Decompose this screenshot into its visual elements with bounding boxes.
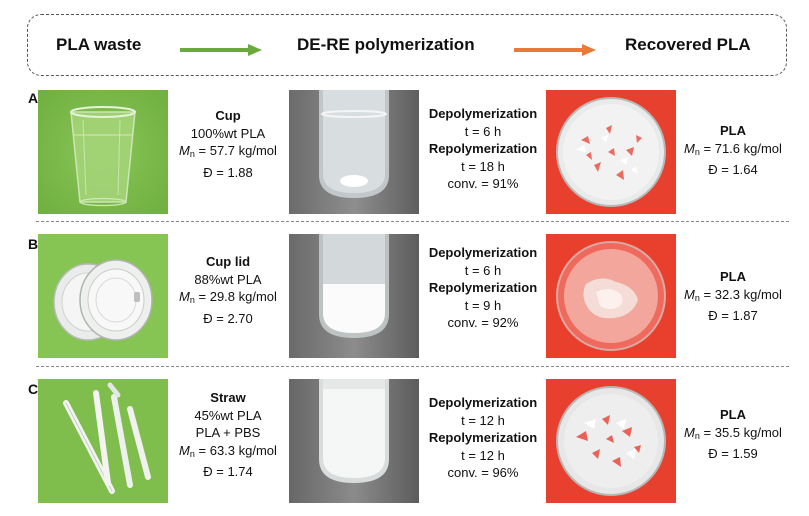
repolymerization-time: t = 18 h bbox=[461, 158, 505, 174]
blend-composition: PLA + PBS bbox=[195, 425, 261, 440]
row-label: B bbox=[28, 236, 39, 252]
recovered-pla-photo bbox=[546, 90, 676, 214]
repolymerization-label: Repolymerization bbox=[428, 430, 538, 445]
molar-mass: Mn = 29.8 kg/mol bbox=[179, 289, 277, 305]
product-dispersity: Đ = 1.64 bbox=[708, 162, 758, 177]
row-cup-lid: B Cup lid 88%wt PLA Mn = 29.8 kg/mol Đ =… bbox=[0, 234, 809, 362]
product-info: PLA Mn = 32.3 kg/mol Đ = 1.87 bbox=[676, 268, 790, 325]
reaction-conditions: Depolymerization t = 6 h Repolymerizatio… bbox=[420, 105, 546, 193]
process-header: PLA waste DE-RE polymerization Recovered… bbox=[27, 14, 787, 76]
conversion: conv. = 92% bbox=[447, 315, 519, 330]
dispersity: Đ = 1.74 bbox=[203, 464, 253, 479]
pla-content: 88%wt PLA bbox=[194, 271, 262, 287]
cup-lid-photo bbox=[38, 234, 168, 358]
arrow-right-icon bbox=[180, 44, 262, 56]
row-label: C bbox=[28, 381, 39, 397]
repolymerization-time: t = 12 h bbox=[461, 447, 505, 463]
row-straw: C Straw 45%wt PLA PLA + PBS Mn = 63.3 kg… bbox=[0, 379, 809, 507]
depolymerization-label: Depolymerization bbox=[428, 245, 538, 260]
product-molar-mass: Mn = 35.5 kg/mol bbox=[684, 424, 782, 441]
row-label: A bbox=[28, 90, 39, 106]
depolymerization-time: t = 6 h bbox=[464, 262, 502, 278]
product-name: PLA bbox=[720, 269, 746, 284]
row-cup: A Cup 100%wt PLA Mn = 57.7 kg/mol Đ = 1.… bbox=[0, 90, 809, 218]
reaction-conditions: Depolymerization t = 6 h Repolymerizatio… bbox=[420, 244, 546, 332]
header-dere-polymerization: DE-RE polymerization bbox=[297, 35, 475, 54]
straw-photo bbox=[38, 379, 168, 503]
dispersity: Đ = 2.70 bbox=[203, 310, 253, 326]
repolymerization-label: Repolymerization bbox=[428, 141, 538, 156]
molar-mass: Mn = 57.7 kg/mol bbox=[179, 143, 277, 159]
product-info: PLA Mn = 35.5 kg/mol Đ = 1.59 bbox=[676, 406, 790, 463]
depolymerization-label: Depolymerization bbox=[428, 106, 538, 121]
depolymerization-time: t = 6 h bbox=[464, 123, 502, 139]
item-name: Straw bbox=[210, 390, 246, 405]
product-dispersity: Đ = 1.87 bbox=[708, 308, 758, 323]
repolymerization-time: t = 9 h bbox=[464, 297, 502, 313]
pla-content: 100%wt PLA bbox=[190, 125, 266, 141]
recovered-pla-photo bbox=[546, 234, 676, 358]
waste-info: Cup lid 88%wt PLA Mn = 29.8 kg/mol Đ = 2… bbox=[175, 253, 281, 327]
cup-photo bbox=[38, 90, 168, 214]
row-divider bbox=[36, 366, 789, 367]
conversion: conv. = 91% bbox=[447, 176, 519, 191]
product-dispersity: Đ = 1.59 bbox=[708, 446, 758, 461]
product-molar-mass: Mn = 32.3 kg/mol bbox=[684, 286, 782, 303]
depolymerization-time: t = 12 h bbox=[461, 412, 505, 428]
item-name: Cup lid bbox=[205, 254, 251, 269]
header-recovered-pla: Recovered PLA bbox=[625, 35, 751, 54]
product-molar-mass: Mn = 71.6 kg/mol bbox=[684, 140, 782, 157]
product-name: PLA bbox=[720, 123, 746, 138]
repolymerization-label: Repolymerization bbox=[428, 280, 538, 295]
reaction-tube-photo bbox=[289, 90, 419, 214]
reaction-conditions: Depolymerization t = 12 h Repolymerizati… bbox=[420, 394, 546, 482]
reaction-tube-photo bbox=[289, 379, 419, 503]
waste-info: Cup 100%wt PLA Mn = 57.7 kg/mol Đ = 1.88 bbox=[178, 107, 278, 181]
conversion: conv. = 96% bbox=[447, 465, 519, 480]
waste-info: Straw 45%wt PLA PLA + PBS Mn = 63.3 kg/m… bbox=[175, 389, 281, 481]
product-info: PLA Mn = 71.6 kg/mol Đ = 1.64 bbox=[676, 122, 790, 179]
arrow-right-icon bbox=[514, 44, 596, 56]
header-pla-waste: PLA waste bbox=[56, 35, 142, 54]
molar-mass: Mn = 63.3 kg/mol bbox=[179, 442, 277, 459]
dispersity: Đ = 1.88 bbox=[203, 164, 253, 180]
recovered-pla-photo bbox=[546, 379, 676, 503]
item-name: Cup bbox=[215, 108, 241, 123]
product-name: PLA bbox=[720, 407, 746, 422]
reaction-tube-photo bbox=[289, 234, 419, 358]
row-divider bbox=[36, 221, 789, 222]
depolymerization-label: Depolymerization bbox=[428, 395, 538, 410]
pla-content: 45%wt PLA bbox=[194, 407, 262, 423]
